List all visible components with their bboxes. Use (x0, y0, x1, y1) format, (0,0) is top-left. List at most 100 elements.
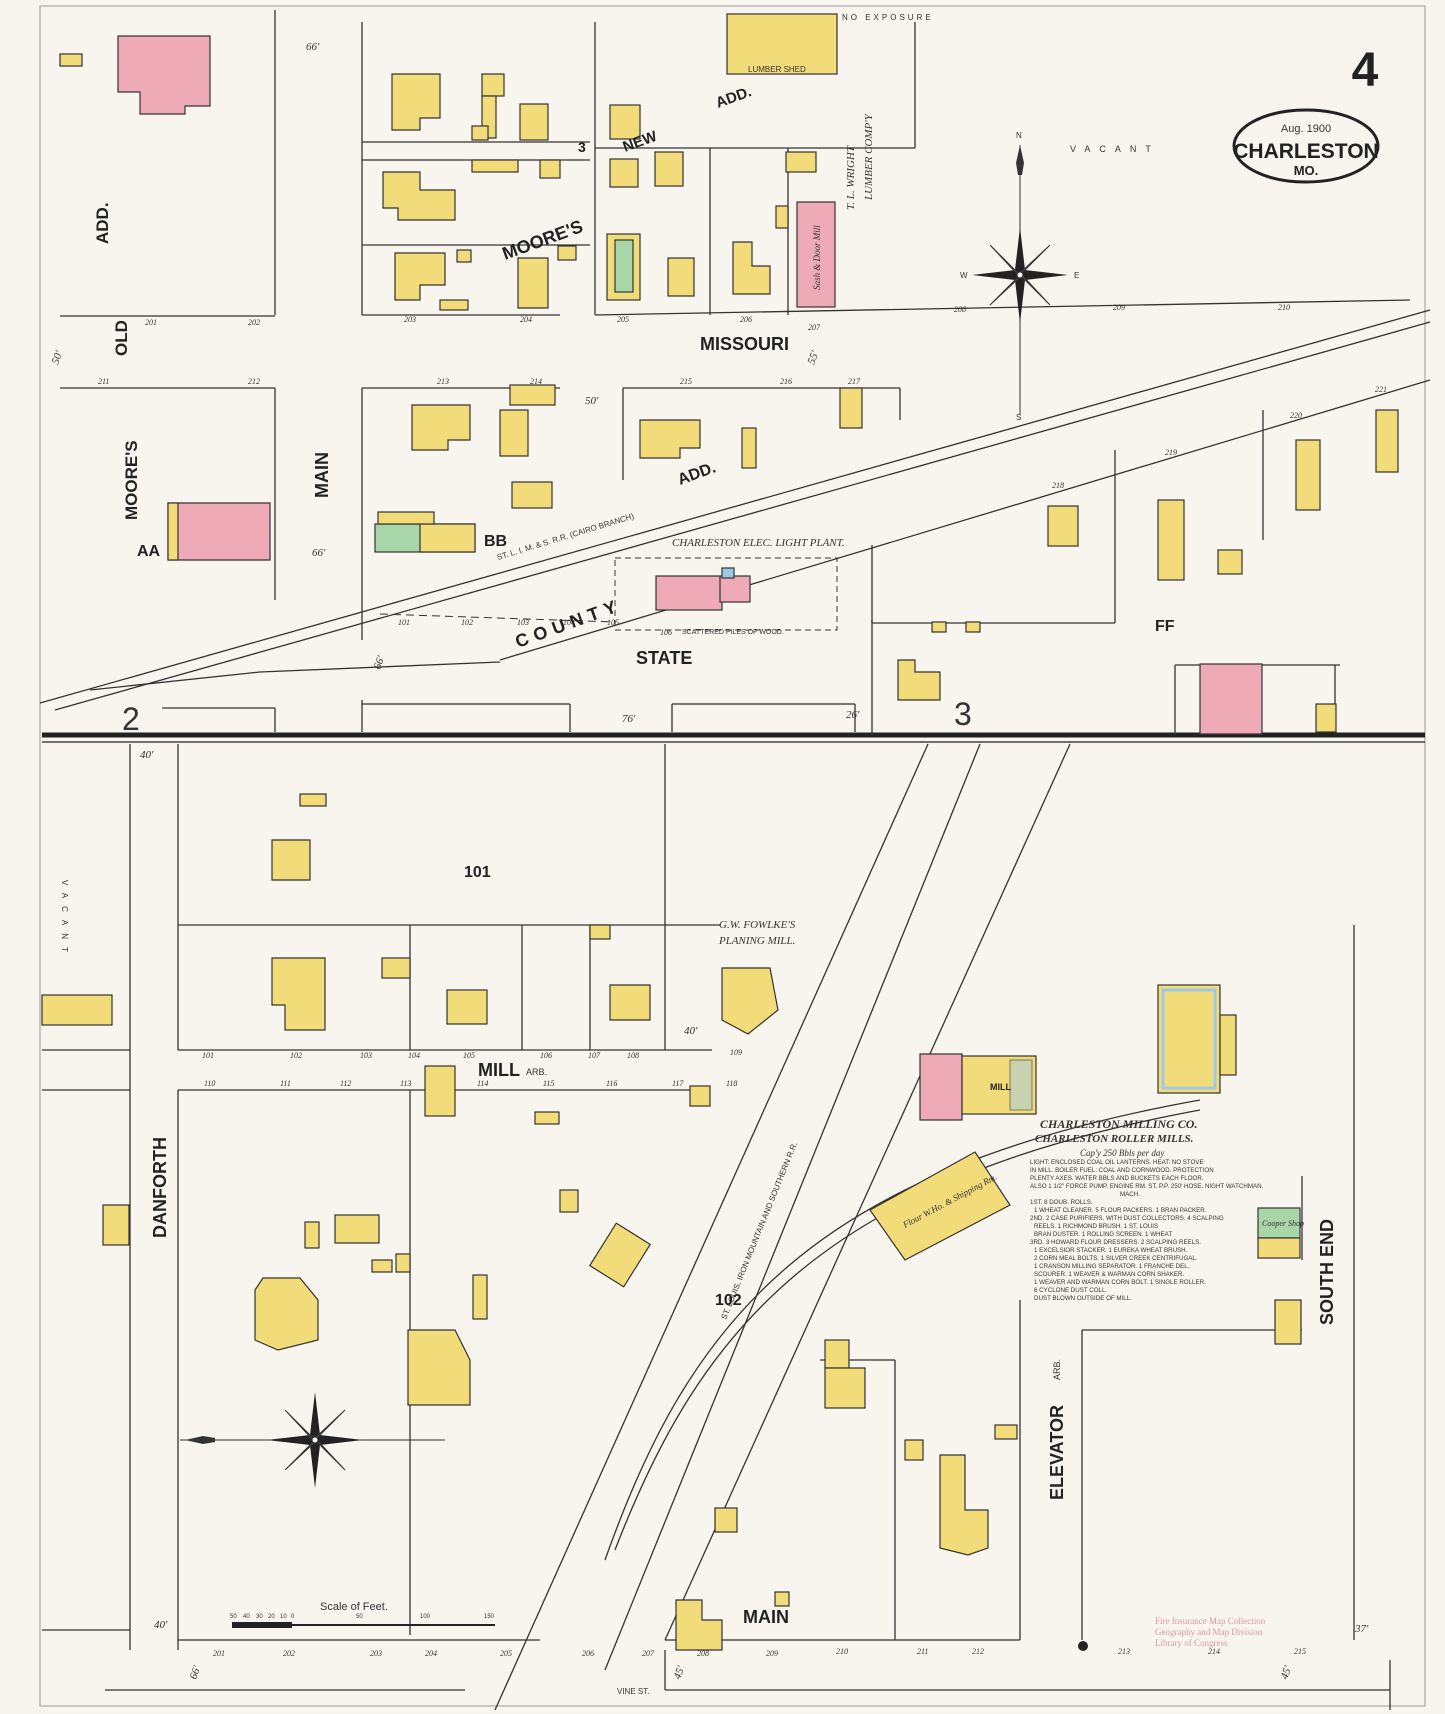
shed (667, 257, 695, 297)
lot-number: 213 (437, 377, 449, 386)
lot-number: 209 (1113, 303, 1125, 312)
mill-bin (1009, 1059, 1033, 1111)
compass-s: S (1016, 413, 1021, 422)
lot-number: 209 (766, 1649, 778, 1658)
compass-e: E (1074, 271, 1079, 280)
dwelling (1157, 499, 1185, 581)
label-lumber-co-2: LUMBER COMP'Y (863, 112, 875, 201)
lot-number: 214 (530, 377, 542, 386)
lot-number: 104 (563, 618, 575, 627)
lot-number: 221 (1375, 385, 1387, 394)
dwelling (411, 404, 471, 451)
engine-room (719, 575, 751, 603)
label-mill: MILL (990, 1082, 1011, 1092)
lot-number: 101 (398, 618, 410, 627)
mill-note: DUST BLOWN OUTSIDE OF MILL. (1034, 1295, 1132, 1302)
stable (839, 387, 863, 429)
lot-number: 206 (740, 315, 752, 324)
scale-tick: 150 (484, 1614, 495, 1620)
upper-buildings (59, 13, 1399, 735)
lot-number: 103 (360, 1051, 372, 1060)
scale-tick: 0 (291, 1614, 295, 1620)
lot-number: 103 (517, 618, 529, 627)
scale-tick: 50 (230, 1614, 237, 1620)
shed (689, 1085, 711, 1107)
dwelling (391, 73, 441, 131)
stable (481, 73, 505, 97)
shed (609, 158, 639, 188)
mill-note: 2 CORN MEAL BOLTS. 1 SILVER CREEK CENTRI… (1034, 1255, 1198, 1262)
stamp-oval (1232, 108, 1380, 184)
lot-number: 110 (204, 1079, 215, 1088)
street-danforth: DANFORTH (150, 1137, 170, 1238)
dwelling (732, 241, 771, 295)
lot-number: 218 (1052, 481, 1064, 490)
lot-number: 101 (202, 1051, 214, 1060)
compass-n: N (1016, 131, 1022, 140)
elec-plant-building (655, 575, 723, 611)
stable (1047, 505, 1079, 547)
shed (741, 427, 757, 469)
scale-ticks: 50 40 30 20 10 0 50 100 150 (230, 1614, 495, 1620)
lot-number: 202 (283, 1649, 295, 1658)
key-sheet-3-upper: 3 (578, 139, 586, 155)
shed (534, 1111, 560, 1125)
mill-note: BRAN DUSTER. 1 ROLLING SCREEN. 1 WHEAT (1034, 1231, 1172, 1238)
stamp-date: Aug. 1900 (1281, 123, 1331, 135)
lot-number: 102 (461, 618, 473, 627)
lot-number: 201 (213, 1649, 225, 1658)
shed (304, 1221, 320, 1249)
street-south-end: SOUTH END (1317, 1219, 1337, 1325)
width-label: 26' (846, 709, 860, 721)
elevator-iron-clad (1161, 988, 1217, 1090)
hydrant-marker (1078, 1641, 1088, 1651)
dwelling (394, 252, 446, 301)
lot-number: 211 (98, 377, 109, 386)
compass-w: W (960, 271, 968, 280)
dwelling (675, 1599, 723, 1651)
key-sheet-3: 3 (954, 696, 972, 732)
wagon-shop (419, 523, 476, 553)
mill-note: LIGHT: ENCLOSED COAL OIL LANTERNS. HEAT:… (1030, 1159, 1204, 1166)
shed (904, 1439, 924, 1461)
stable (824, 1367, 866, 1409)
label-vine-street: VINE ST. (617, 1687, 649, 1696)
street-mill: MILL (478, 1060, 520, 1080)
lot-number: 205 (500, 1649, 512, 1658)
lot-number: 104 (408, 1051, 420, 1060)
lot-number: 208 (697, 1649, 709, 1658)
lot-number: 105 (463, 1051, 475, 1060)
mill-note: 1 CRANSON MILLING SEPARATOR. 1 FRANCHE D… (1034, 1263, 1190, 1270)
lot-number: 106 (540, 1051, 552, 1060)
shed (381, 957, 411, 979)
collection-note-1: Fire Insurance Map Collection (1155, 1616, 1266, 1626)
vacant-left-note: VACANT (60, 880, 69, 960)
shed (472, 1274, 488, 1320)
flour-warehouse (869, 1151, 1011, 1261)
blacksmith-shop (614, 239, 634, 293)
scale-tick: 100 (420, 1614, 431, 1620)
shed (785, 151, 817, 173)
lot-number: 210 (836, 1647, 848, 1656)
block-102: 102 (715, 1292, 742, 1309)
lot-number: 211 (917, 1647, 928, 1656)
shed (471, 159, 519, 173)
shed (509, 384, 556, 406)
lot-number: 210 (1278, 303, 1290, 312)
stable (539, 159, 561, 179)
lot-number: 111 (280, 1079, 291, 1088)
collection-note-2: Geography and Map Division (1155, 1627, 1263, 1637)
stable (102, 1204, 130, 1246)
block-bb: BB (484, 533, 507, 550)
dwelling (41, 994, 113, 1026)
shed (589, 924, 611, 940)
dwelling (446, 989, 488, 1025)
scale-tick: 10 (280, 1614, 287, 1620)
lot-number: 208 (954, 305, 966, 314)
lot-number: 219 (1165, 448, 1177, 457)
collection-note-3: Library of Congress (1155, 1638, 1228, 1648)
shed (775, 205, 789, 229)
compass-rose-lower (180, 1392, 445, 1488)
scale-tick: 50 (356, 1614, 363, 1620)
block-101: 101 (464, 864, 491, 881)
